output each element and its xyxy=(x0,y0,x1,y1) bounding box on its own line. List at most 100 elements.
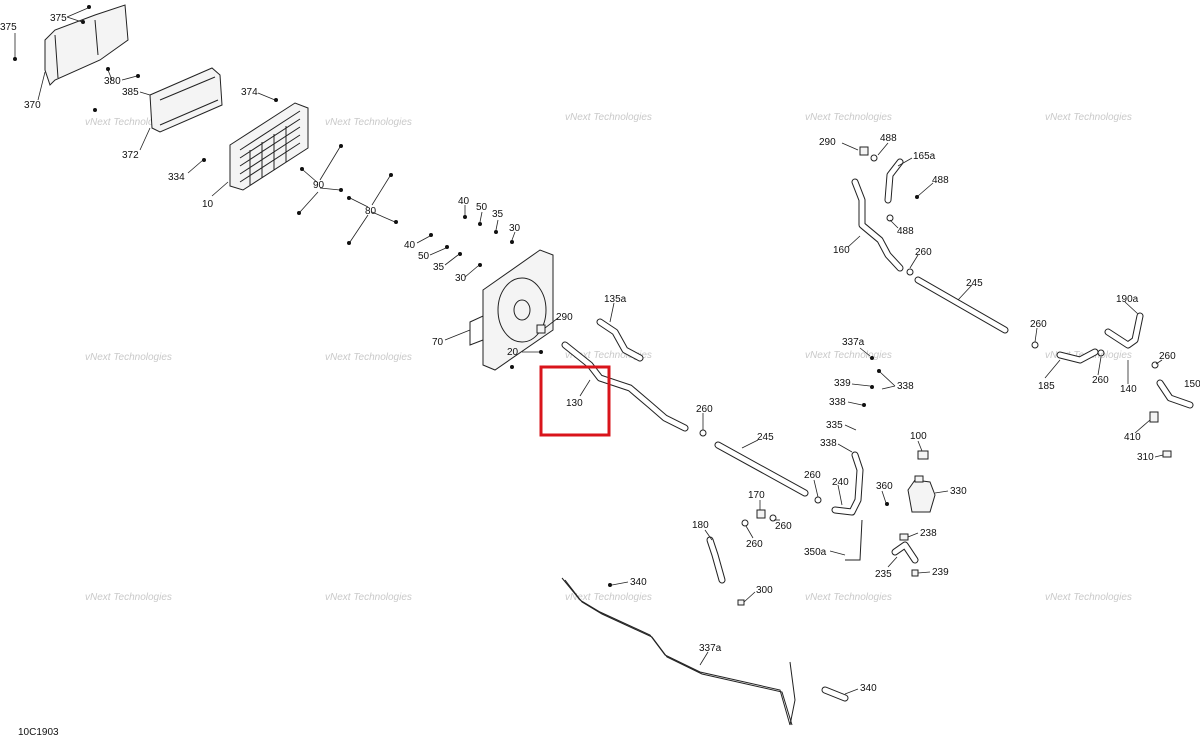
watermark: vNext Technologies xyxy=(325,352,412,363)
callout: 260 xyxy=(775,521,792,532)
callout: 488 xyxy=(932,175,949,186)
callout: 260 xyxy=(696,404,713,415)
callout: 160 xyxy=(833,245,850,256)
callout: 180 xyxy=(692,520,709,531)
callout: 338 xyxy=(897,381,914,392)
part-180-hose xyxy=(706,536,726,584)
watermark: vNext Technologies xyxy=(325,117,412,128)
callout: 260 xyxy=(1092,375,1109,386)
callout: 50 xyxy=(476,202,488,213)
callout: 350a xyxy=(804,547,827,558)
watermark: vNext Technologies xyxy=(1045,592,1132,603)
part-135a-hose xyxy=(596,318,644,362)
callout: 380 xyxy=(104,76,121,87)
callout: 90 xyxy=(313,180,325,191)
watermark: vNext Technologies xyxy=(565,350,652,361)
callout: 260 xyxy=(1030,319,1047,330)
callout: 375 xyxy=(50,13,67,24)
callout: 245 xyxy=(757,432,774,443)
callout-labels: 375 375 370 380 385 372 374 334 10 90 80… xyxy=(0,13,1200,694)
watermark: vNext Technologies xyxy=(805,592,892,603)
callout: 20 xyxy=(507,347,519,358)
watermark: vNext Technologies xyxy=(85,352,172,363)
callout: 290 xyxy=(819,137,836,148)
watermark: vNext Technologies xyxy=(85,117,172,128)
part-350a-bracket xyxy=(845,519,863,561)
callout: 40 xyxy=(458,196,470,207)
part-372-bracket xyxy=(149,67,223,133)
callout: 290 xyxy=(556,312,573,323)
part-340-tube xyxy=(821,686,849,702)
part-235-fitting xyxy=(891,541,919,564)
part-10-radiator xyxy=(229,102,309,191)
callout: 300 xyxy=(756,585,773,596)
callout: 410 xyxy=(1124,432,1141,443)
callout: 135a xyxy=(604,294,627,305)
watermark: vNext Technologies xyxy=(805,350,892,361)
callout: 370 xyxy=(24,100,41,111)
callout: 245 xyxy=(966,278,983,289)
callout: 375 xyxy=(0,22,17,33)
callout: 150 xyxy=(1184,379,1200,390)
callout: 372 xyxy=(122,150,139,161)
callout: 260 xyxy=(746,539,763,550)
callout: 338 xyxy=(829,397,846,408)
callout: 140 xyxy=(1120,384,1137,395)
callout: 385 xyxy=(122,87,139,98)
highlight-box-part-130 xyxy=(539,365,611,437)
part-70-fan-shroud xyxy=(469,249,554,371)
callout: 335 xyxy=(826,420,843,431)
watermark: vNext Technologies xyxy=(325,592,412,603)
callout: 340 xyxy=(860,683,877,694)
part-240-hose xyxy=(831,451,864,516)
callout: 260 xyxy=(915,247,932,258)
callout: 30 xyxy=(455,273,467,284)
callout: 239 xyxy=(932,567,949,578)
callout: 185 xyxy=(1038,381,1055,392)
callout: 337a xyxy=(842,337,865,348)
drawing-code: 10C1903 xyxy=(18,727,59,738)
callout: 35 xyxy=(433,262,445,273)
callout: 190a xyxy=(1116,294,1139,305)
callout: 170 xyxy=(748,490,765,501)
part-245-tube-upper xyxy=(914,276,1009,334)
watermark: vNext Technologies xyxy=(1045,112,1132,123)
callout: 337a xyxy=(699,643,722,654)
callout: 260 xyxy=(804,470,821,481)
callout: 338 xyxy=(820,438,837,449)
callout: 260 xyxy=(1159,351,1176,362)
callout: 35 xyxy=(492,209,504,220)
callout: 238 xyxy=(920,528,937,539)
watermark: vNext Technologies xyxy=(565,592,652,603)
callout: 339 xyxy=(834,378,851,389)
leader-lines xyxy=(13,5,1164,695)
callout: 310 xyxy=(1137,452,1154,463)
small-hardware xyxy=(536,146,1172,606)
callout: 130 xyxy=(566,398,583,409)
part-165a-hose xyxy=(884,158,904,204)
watermark: vNext Technologies xyxy=(85,592,172,603)
part-160-hose xyxy=(851,178,904,272)
callout: 50 xyxy=(418,251,430,262)
part-330-reservoir xyxy=(907,475,936,513)
part-245-tube-lower xyxy=(714,441,809,497)
part-150-hose xyxy=(1156,379,1194,409)
part-185-hose xyxy=(1056,348,1099,364)
watermark: vNext Technologies xyxy=(565,112,652,123)
part-130-hose xyxy=(561,341,689,432)
callout: 374 xyxy=(241,87,258,98)
callout: 340 xyxy=(630,577,647,588)
callout: 10 xyxy=(202,199,214,210)
callout: 80 xyxy=(365,206,377,217)
callout: 330 xyxy=(950,486,967,497)
callout: 165a xyxy=(913,151,936,162)
callout: 100 xyxy=(910,431,927,442)
callout: 240 xyxy=(832,477,849,488)
part-370-shield xyxy=(44,4,129,86)
callout: 40 xyxy=(404,240,416,251)
part-190a-hose xyxy=(1104,312,1144,349)
part-337a-line xyxy=(561,577,796,726)
watermark: vNext Technologies xyxy=(805,112,892,123)
callout: 70 xyxy=(432,337,444,348)
